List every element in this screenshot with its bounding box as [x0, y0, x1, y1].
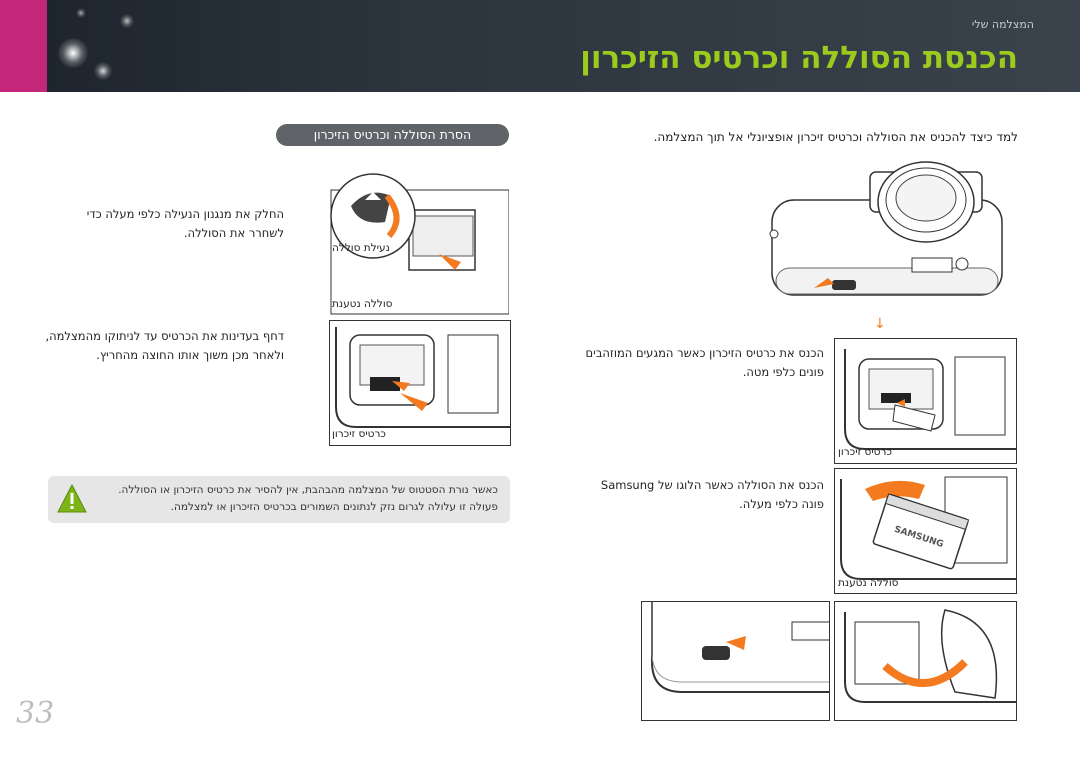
step-text-remove-card: דחף בעדינות את הכרטיס עד לניתוקו מהמצלמה… [45, 329, 284, 362]
down-arrow-icon: ↓ [874, 316, 886, 332]
figure-caption: סוללה נטענת [332, 298, 393, 310]
page-header: המצלמה שלי הכנסת הסוללה וכרטיס הזיכרון [0, 0, 1080, 92]
bokeh-light [58, 38, 88, 68]
page-number: 33 [16, 696, 55, 731]
bokeh-light [76, 8, 86, 18]
battery-lock-illustration [329, 166, 509, 315]
battery-lock-label: נעילת סוללה [332, 242, 390, 254]
section-heading-pill: הסרת הסוללה וכרטיס הזיכרון [276, 124, 509, 146]
camera-side-latch-illustration [641, 601, 830, 721]
step-text-insert-battery: הכנס את הסוללה כאשר הלוגו של Samsung פונ… [600, 478, 824, 511]
step-text-insert-card: הכנס את כרטיס הזיכרון כאשר המגעים המוזהב… [585, 346, 825, 379]
bokeh-light [120, 14, 134, 28]
remove-card-illustration [329, 320, 511, 446]
warning-box: כאשר נורת הסטטוס של המצלמה מהבהבת, אין ל… [48, 476, 510, 523]
camera-bottom-illustration [762, 160, 1017, 310]
caution-triangle-icon [57, 483, 87, 513]
step-text-release-battery: החלק את מנגנון הנעילה כלפי מעלה כדי לשחר… [86, 207, 284, 240]
brand-accent-bar [0, 0, 47, 92]
insert-card-illustration [834, 338, 1017, 464]
battery-door-close-illustration [834, 601, 1017, 721]
insert-battery-illustration: SAMSUNG [834, 468, 1017, 594]
warning-text: כאשר נורת הסטטוס של המצלמה מהבהבת, אין ל… [118, 484, 498, 513]
bokeh-light [94, 62, 112, 80]
page-title: הכנסת הסוללה וכרטיס הזיכרון [580, 40, 1018, 76]
breadcrumb: המצלמה שלי [971, 18, 1034, 31]
figure-caption: סוללה נטענת [838, 577, 899, 589]
figure-caption: כרטיס זיכרון [332, 428, 386, 440]
intro-text: למד כיצד להכניס את הסוללה וכרטיס זיכרון … [653, 130, 1018, 144]
figure-caption: כרטיס זיכרון [838, 446, 892, 458]
